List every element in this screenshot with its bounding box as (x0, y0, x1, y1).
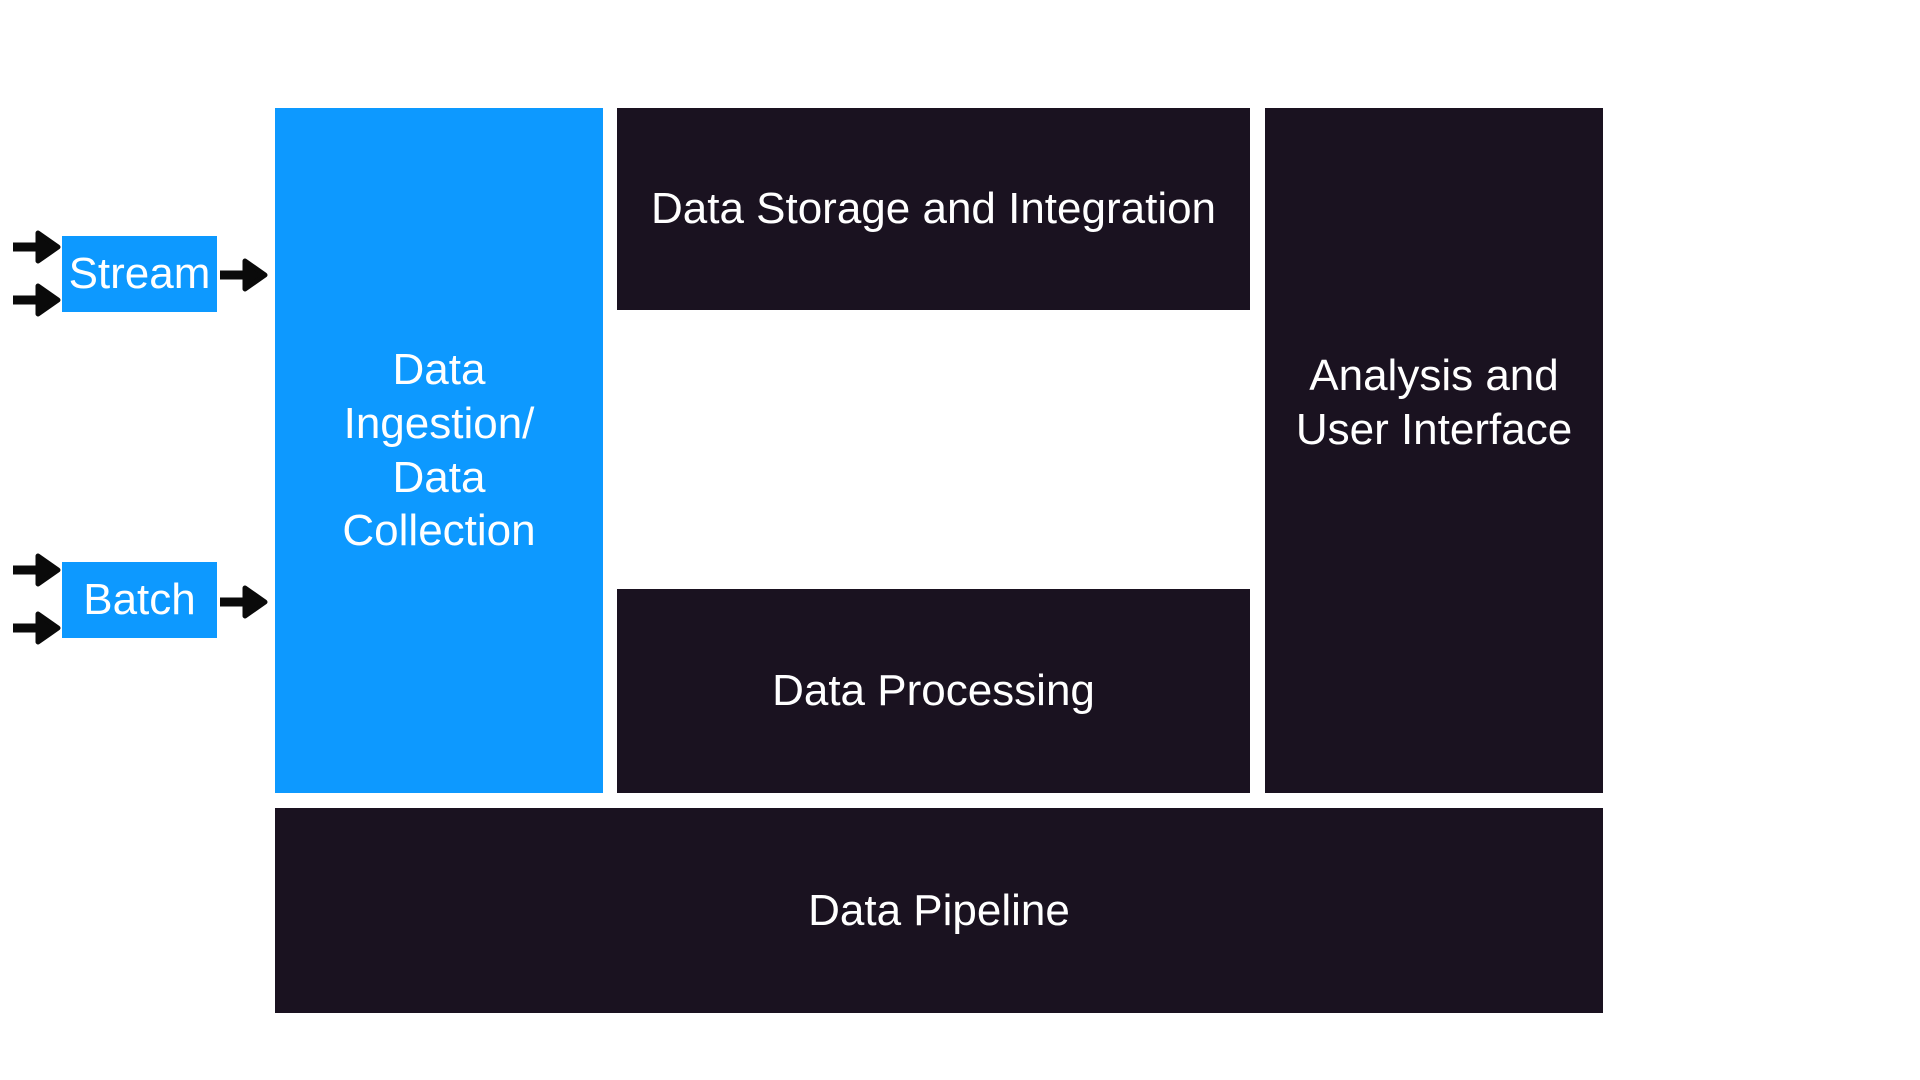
data-processing-node[interactable]: Data Processing (617, 589, 1250, 793)
stream-node-label: Stream (68, 249, 211, 299)
data-pipeline-node-label: Data Pipeline (808, 885, 1070, 935)
batch-node[interactable]: Batch (62, 562, 217, 638)
analysis-ui-node[interactable]: Analysis and User Interface (1265, 108, 1603, 793)
stream-inflow-arrow-bottom (13, 283, 61, 317)
data-storage-node-label: Data Storage and Integration (650, 184, 1217, 234)
data-processing-node-label: Data Processing (772, 666, 1095, 716)
stream-outflow-arrow (220, 258, 268, 292)
batch-inflow-arrow-bottom (13, 611, 61, 645)
data-ingestion-node-label: Data Ingestion/ Data Collection (342, 345, 536, 556)
batch-outflow-arrow (220, 585, 268, 619)
analysis-ui-node-label: Analysis and User Interface (1295, 350, 1573, 454)
stream-inflow-arrow-top (13, 230, 61, 264)
batch-inflow-arrow-top (13, 553, 61, 587)
data-ingestion-node[interactable]: Data Ingestion/ Data Collection (275, 108, 603, 793)
data-pipeline-node[interactable]: Data Pipeline (275, 808, 1603, 1013)
data-storage-node[interactable]: Data Storage and Integration (617, 108, 1250, 310)
stream-node[interactable]: Stream (62, 236, 217, 312)
batch-node-label: Batch (83, 575, 196, 625)
